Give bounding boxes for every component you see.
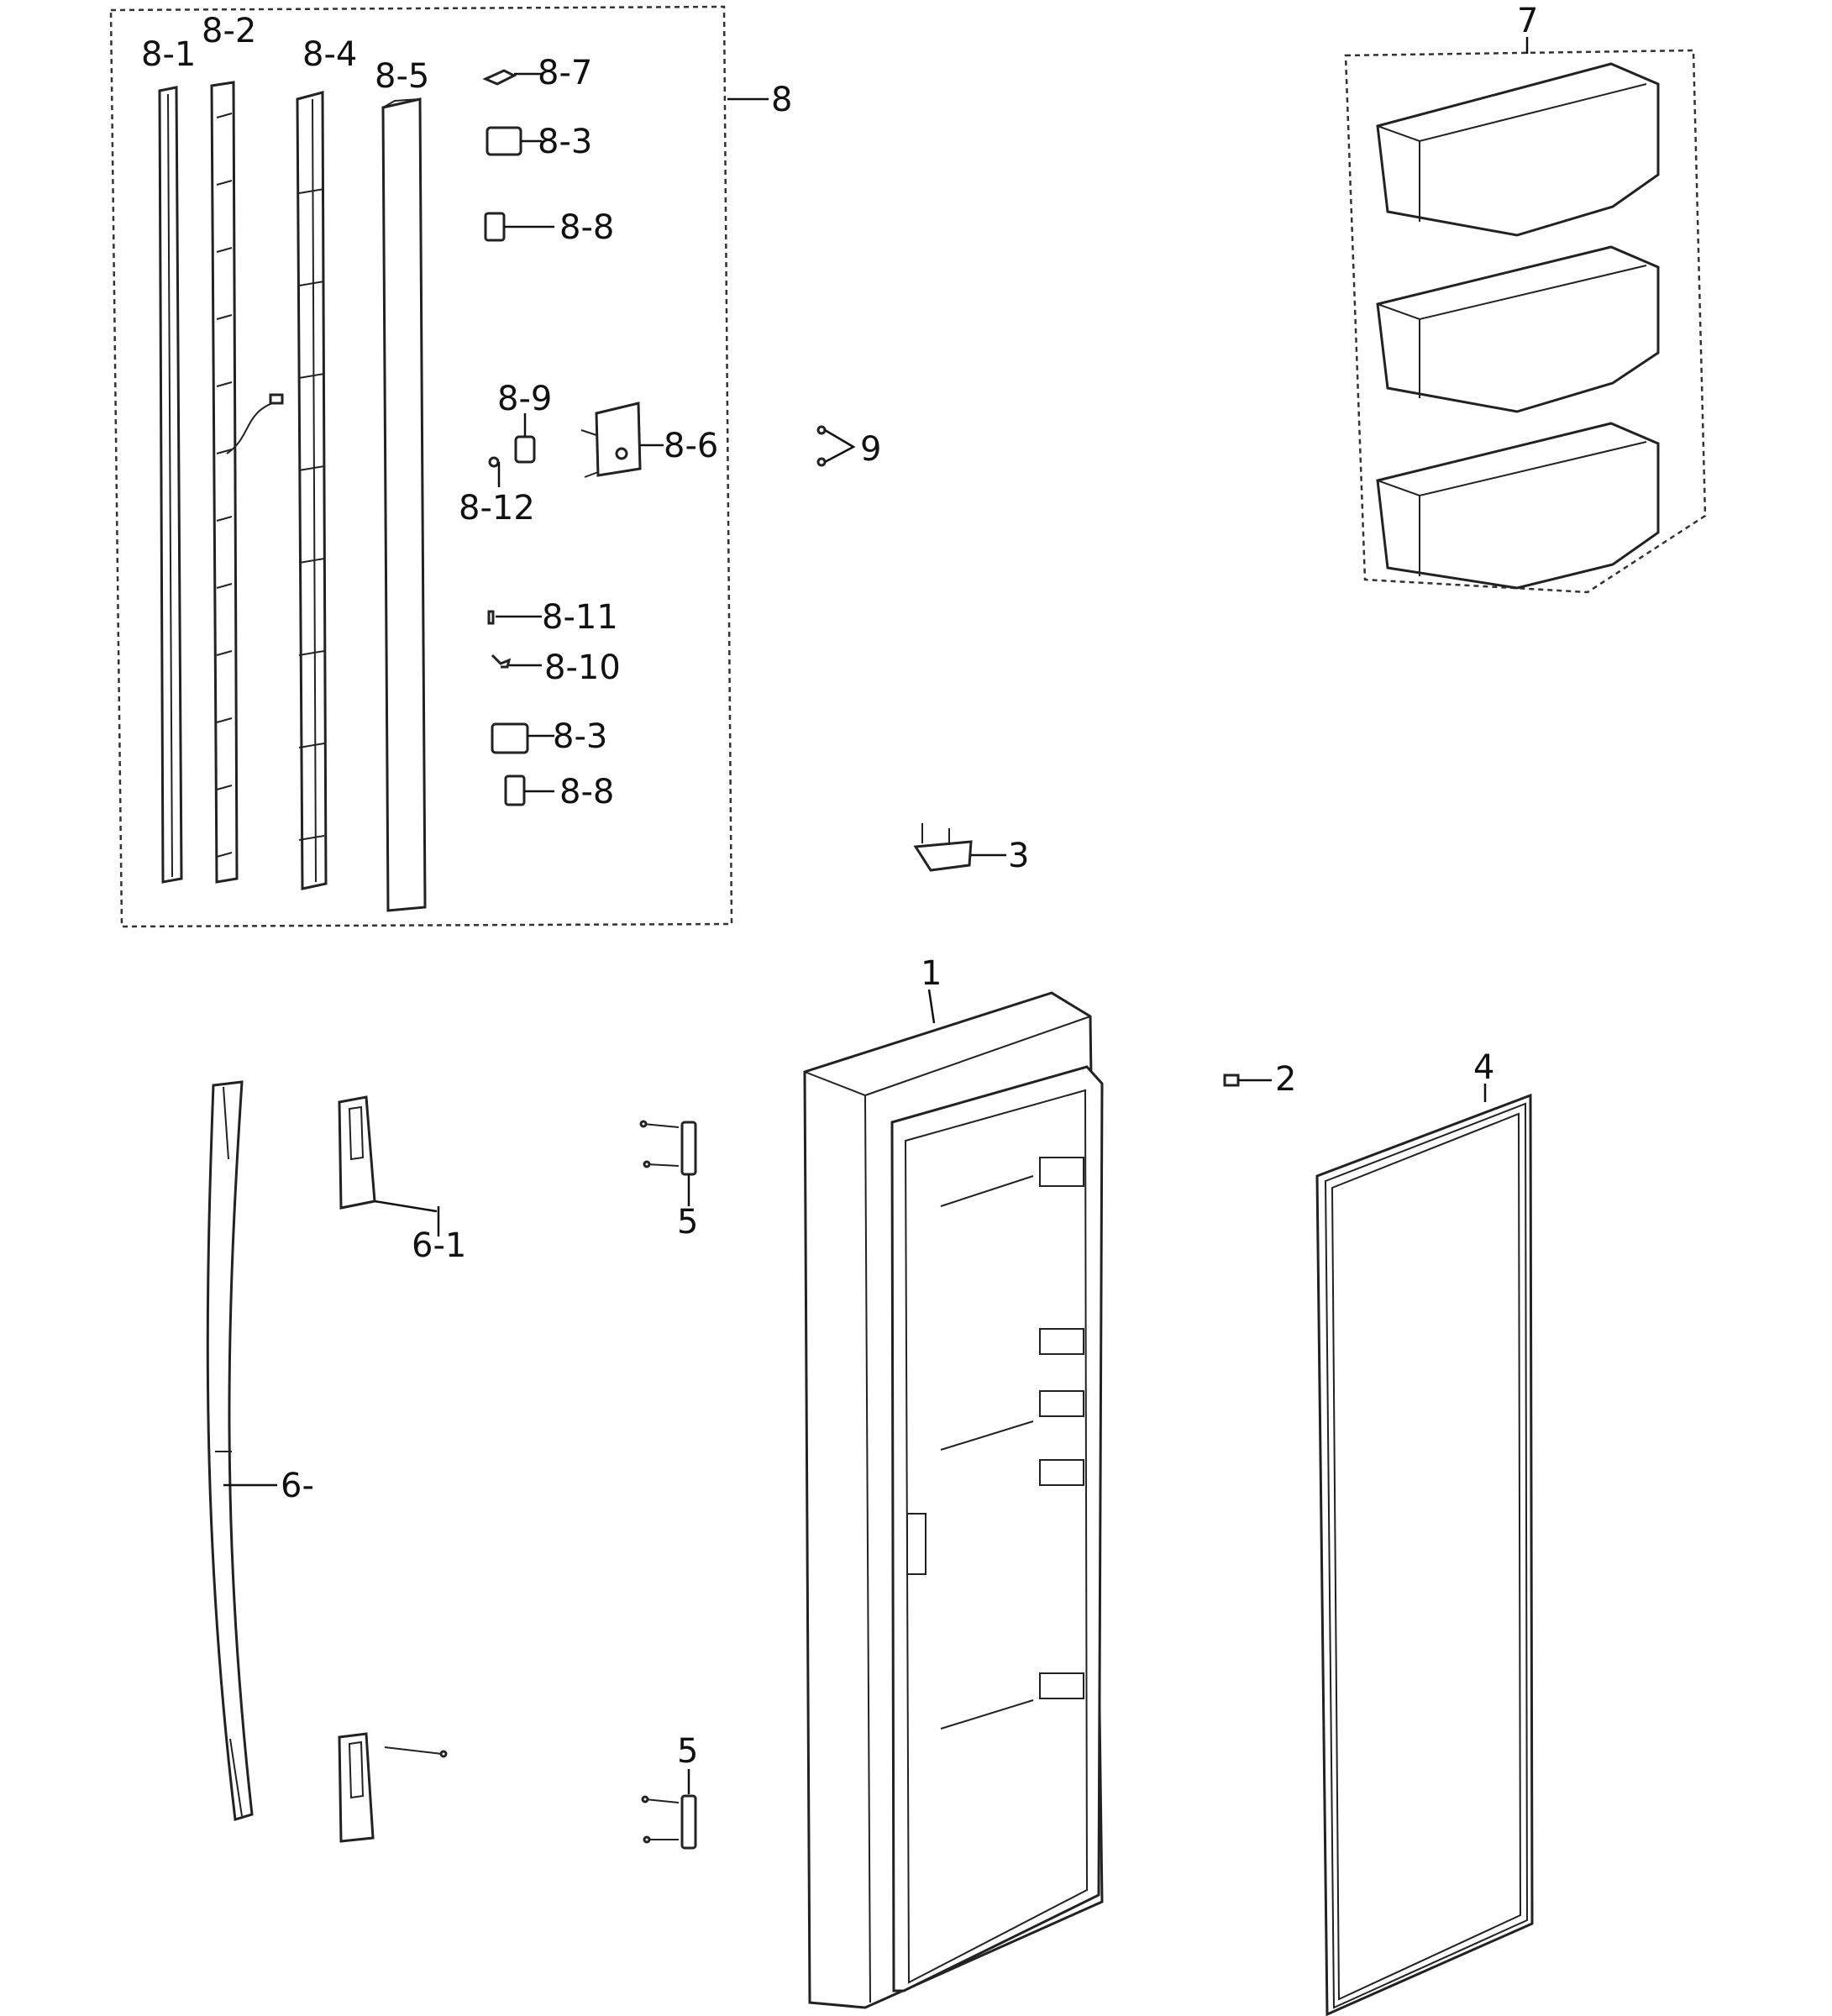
label-2: 2 xyxy=(1275,1060,1296,1099)
assembly-7-boundary xyxy=(1344,49,1707,594)
label-8-4: 8-4 xyxy=(302,35,357,74)
part-4-gasket xyxy=(1315,1093,1534,2016)
part-8-7-pin xyxy=(482,69,517,86)
label-5-upper: 5 xyxy=(677,1203,698,1242)
part-5-upper-guide xyxy=(639,1120,697,1176)
part-2-clip xyxy=(1223,1074,1240,1087)
part-8-11-pin xyxy=(487,610,495,625)
label-8-7: 8-7 xyxy=(538,54,592,92)
part-6-1-handle-mount xyxy=(338,1095,376,1210)
label-8: 8 xyxy=(771,81,792,119)
label-3: 3 xyxy=(1008,837,1029,875)
label-8-12: 8-12 xyxy=(459,489,535,528)
label-6-1: 6-1 xyxy=(412,1226,466,1265)
part-8-9-bracket xyxy=(514,435,536,464)
part-8-12-screw xyxy=(488,456,500,468)
label-1: 1 xyxy=(921,954,942,993)
part-3-bracket xyxy=(913,823,973,872)
part-8-4-rail xyxy=(296,91,328,890)
label-8-3-lower: 8-3 xyxy=(553,717,607,756)
label-4: 4 xyxy=(1473,1048,1494,1087)
part-8-3b-hinge xyxy=(491,722,529,754)
label-8-6: 8-6 xyxy=(664,427,718,465)
label-8-8-lower: 8-8 xyxy=(559,773,614,811)
assembly-8-boundary xyxy=(109,5,733,928)
part-8-10-screw xyxy=(491,654,512,669)
label-8-3-upper: 8-3 xyxy=(538,123,592,161)
part-1-door xyxy=(803,991,1104,2009)
label-7: 7 xyxy=(1517,2,1538,40)
part-8-3a-hinge xyxy=(486,126,522,156)
label-9: 9 xyxy=(860,430,881,469)
label-8-5: 8-5 xyxy=(375,57,429,96)
bin-top xyxy=(1376,62,1660,237)
part-6-1-lower-mount xyxy=(338,1732,448,1843)
part-9-screws xyxy=(816,425,856,467)
part-8-1-rail xyxy=(158,86,183,884)
label-8-2: 8-2 xyxy=(202,12,256,50)
part-5-lower-guide xyxy=(641,1794,697,1850)
label-8-9: 8-9 xyxy=(497,380,552,418)
bin-middle xyxy=(1376,245,1660,413)
label-6: 6- xyxy=(281,1467,314,1505)
label-8-11: 8-11 xyxy=(542,598,618,637)
part-8-2-strip xyxy=(210,81,284,884)
label-5-lower: 5 xyxy=(677,1732,698,1771)
label-8-8-upper: 8-8 xyxy=(559,208,614,247)
part-8-6-plate xyxy=(580,402,642,478)
label-8-10: 8-10 xyxy=(544,648,621,687)
bin-bottom xyxy=(1376,422,1660,590)
part-8-5-bar xyxy=(381,97,427,912)
label-8-1: 8-1 xyxy=(141,35,196,74)
part-8-8b-cap xyxy=(504,774,526,806)
part-8-8a-cap xyxy=(484,212,506,242)
part-6-handle xyxy=(206,1080,254,1821)
